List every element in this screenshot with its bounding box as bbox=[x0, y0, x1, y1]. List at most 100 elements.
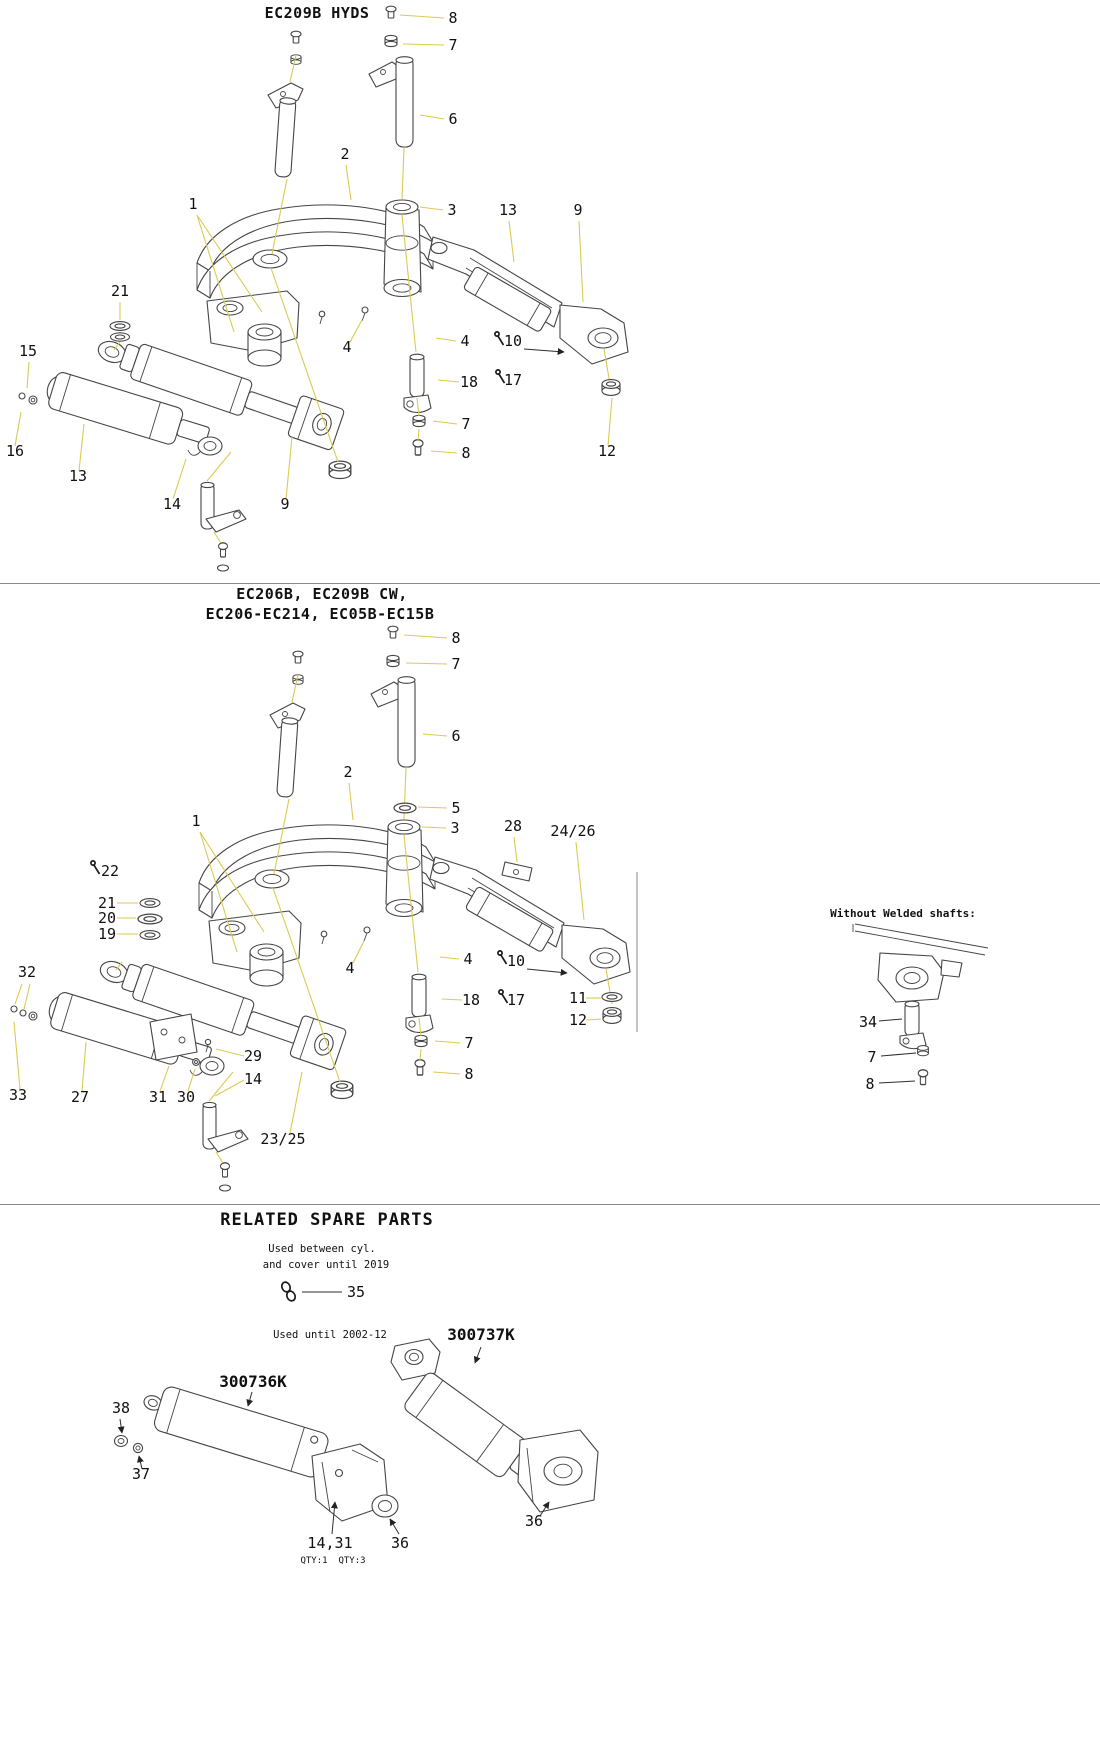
leader-line bbox=[285, 436, 293, 500]
assembly-drawing-middle bbox=[10, 626, 630, 1191]
bushing-7-detail bbox=[917, 1045, 929, 1057]
leader-line bbox=[330, 1501, 338, 1535]
bracket-28 bbox=[501, 861, 533, 882]
part-callout-37: 37 bbox=[132, 1465, 150, 1483]
shackle-35-icon bbox=[280, 1281, 297, 1302]
leader-line bbox=[432, 420, 458, 425]
leader-line bbox=[159, 1065, 170, 1092]
leader-line bbox=[434, 1040, 461, 1044]
part-callout-5: 5 bbox=[451, 799, 460, 817]
nut-38 bbox=[113, 1434, 129, 1448]
mount-bolts-32-33 bbox=[10, 1005, 38, 1021]
qty-note-2: QTY:3 bbox=[338, 1556, 365, 1566]
nut-12 bbox=[601, 379, 621, 396]
part-callout-8: 8 bbox=[461, 444, 470, 462]
part-callout-10: 10 bbox=[504, 332, 522, 350]
leader-line bbox=[402, 43, 445, 46]
washer-30 bbox=[192, 1058, 200, 1066]
part-callout-17: 17 bbox=[504, 371, 522, 389]
leader-line bbox=[432, 1071, 461, 1075]
note-line1: Used between cyl. bbox=[268, 1243, 375, 1255]
leader-line bbox=[405, 662, 448, 665]
leader-line bbox=[878, 1018, 903, 1022]
part-callout-12: 12 bbox=[569, 1011, 587, 1029]
part-callout-21: 21 bbox=[98, 894, 116, 912]
leader-line bbox=[430, 450, 458, 454]
part-callout-12: 12 bbox=[598, 442, 616, 460]
leader-line bbox=[199, 831, 265, 933]
part-callout-4: 4 bbox=[342, 338, 351, 356]
leader-line bbox=[117, 1418, 125, 1434]
part-callout-14: 14 bbox=[163, 495, 181, 513]
part-callout-18: 18 bbox=[462, 991, 480, 1009]
part-callout-28: 28 bbox=[504, 817, 522, 835]
leader-line bbox=[439, 956, 460, 960]
leader-line bbox=[246, 1391, 254, 1407]
part-callout-1: 1 bbox=[191, 812, 200, 830]
leader-line bbox=[81, 1041, 87, 1092]
leader-line bbox=[403, 634, 448, 639]
leader-line bbox=[187, 1068, 196, 1092]
part-callout-4: 4 bbox=[463, 950, 472, 968]
leader-line bbox=[878, 1080, 916, 1084]
part-callout-29: 29 bbox=[244, 1047, 262, 1065]
leader-line bbox=[199, 831, 238, 953]
leader-line bbox=[513, 836, 518, 863]
part-callout-2: 2 bbox=[343, 763, 352, 781]
leader-line bbox=[578, 220, 584, 303]
part-callout-7: 7 bbox=[464, 1034, 473, 1052]
leader-line bbox=[422, 733, 448, 737]
part-callout-21: 21 bbox=[111, 282, 129, 300]
leader-line bbox=[14, 411, 22, 447]
part-code-300736k: 300736K bbox=[219, 1372, 287, 1391]
part-callout-8: 8 bbox=[865, 1075, 874, 1093]
end-plate-27 bbox=[149, 1013, 198, 1061]
part-callout-7: 7 bbox=[451, 655, 460, 673]
leader-line bbox=[13, 1021, 21, 1090]
part-callout-36: 36 bbox=[525, 1512, 543, 1530]
leader-line bbox=[352, 940, 365, 964]
note-line2: and cover until 2019 bbox=[263, 1259, 389, 1271]
part-callout-19: 19 bbox=[98, 925, 116, 943]
leader-line bbox=[289, 1071, 303, 1134]
part-callout-7: 7 bbox=[867, 1048, 876, 1066]
part-callout-18: 18 bbox=[460, 373, 478, 391]
part-callout-6: 6 bbox=[448, 110, 457, 128]
part-callout-1: 1 bbox=[188, 195, 197, 213]
side-note-welded-shafts: Without Welded shafts: bbox=[830, 907, 976, 920]
part-callout-16: 16 bbox=[6, 442, 24, 460]
part-callout-35: 35 bbox=[347, 1283, 365, 1301]
section-title-middle-line1: EC206B, EC209B CW, bbox=[236, 585, 408, 603]
part-callout-8: 8 bbox=[464, 1065, 473, 1083]
leader-line bbox=[23, 983, 31, 1010]
part-callout-4: 4 bbox=[460, 332, 469, 350]
cylinder-300737k bbox=[390, 1338, 599, 1513]
leader-line bbox=[196, 214, 235, 333]
thrust-washer-5 bbox=[393, 802, 417, 814]
cylinder-300736k bbox=[143, 1386, 399, 1522]
leader-line bbox=[441, 998, 463, 1001]
part-callout-14: 14 bbox=[244, 1070, 262, 1088]
leader-line bbox=[345, 164, 352, 201]
part-callout-34: 34 bbox=[859, 1013, 877, 1031]
leader-line bbox=[417, 806, 448, 809]
part-callout-8: 8 bbox=[448, 9, 457, 27]
part-callout-13: 13 bbox=[499, 201, 517, 219]
leader-line bbox=[389, 1518, 400, 1535]
leader-line bbox=[399, 14, 445, 19]
leader-line bbox=[214, 1079, 245, 1097]
part-callout-6: 6 bbox=[451, 727, 460, 745]
part-callout-7: 7 bbox=[461, 415, 470, 433]
leader-line bbox=[421, 826, 447, 829]
part-callout-38: 38 bbox=[112, 1399, 130, 1417]
part-callout-17: 17 bbox=[507, 991, 525, 1009]
section-title-bottom: RELATED SPARE PARTS bbox=[220, 1210, 433, 1230]
part-callout-14-31: 14,31 bbox=[307, 1534, 352, 1552]
leader-line bbox=[575, 841, 585, 921]
used-until-note: Used until 2002-12 bbox=[273, 1329, 387, 1341]
leader-line bbox=[172, 458, 187, 500]
washer-37 bbox=[132, 1442, 144, 1454]
